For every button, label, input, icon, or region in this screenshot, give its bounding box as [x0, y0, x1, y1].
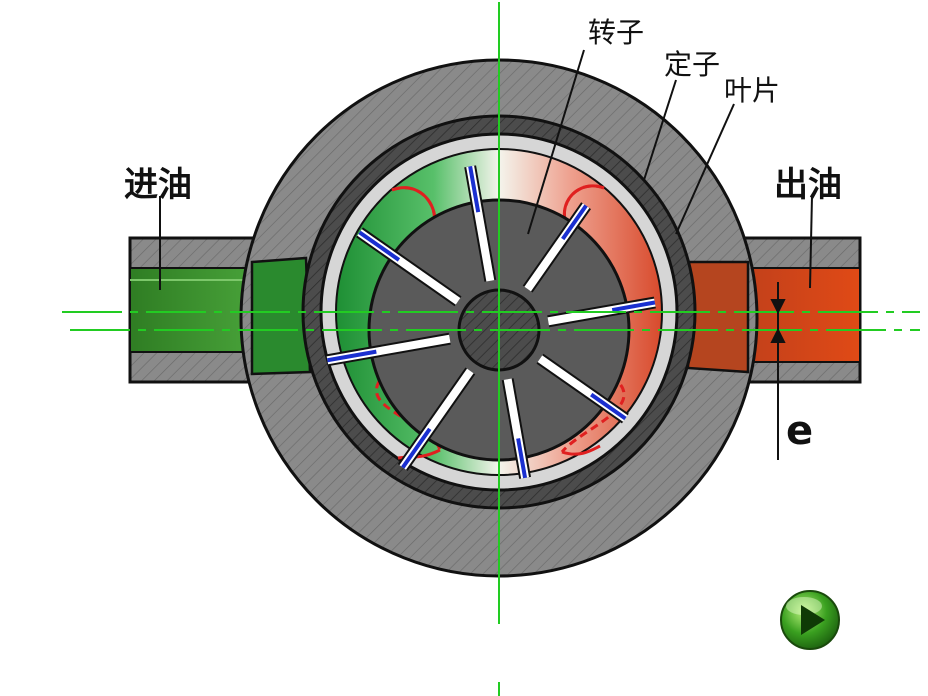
outlet-label: 出油 — [774, 165, 842, 205]
inlet-pipe — [128, 236, 260, 384]
play-icon — [801, 605, 825, 635]
inlet-passage — [250, 256, 312, 376]
eccentricity-dimension — [770, 282, 786, 460]
inlet-label: 进油 — [124, 165, 192, 205]
label-leaders — [159, 49, 813, 290]
outlet-passage — [686, 260, 750, 374]
eccentricity-label: e — [786, 408, 813, 454]
vane — [536, 353, 629, 424]
vane-label: 叶片 — [724, 74, 780, 107]
vane — [356, 227, 462, 307]
vane — [464, 165, 497, 282]
stator-label: 定子 — [664, 48, 720, 81]
vane — [397, 367, 476, 471]
vane — [501, 378, 531, 479]
outlet-pipe — [740, 236, 862, 384]
play-button[interactable] — [780, 590, 840, 650]
vane — [522, 202, 591, 293]
rotor-label: 转子 — [588, 16, 644, 49]
vane — [326, 332, 451, 367]
